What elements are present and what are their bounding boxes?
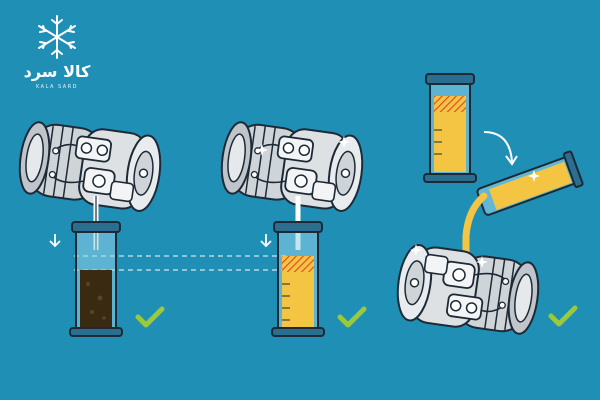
compressor-icon (216, 117, 368, 215)
compressor-icon (14, 117, 166, 215)
oil-level-marker (282, 256, 314, 272)
compressor-icon (392, 241, 544, 339)
measuring-cylinder (271, 221, 325, 337)
oil-stream (462, 192, 488, 266)
check-icon (551, 308, 575, 324)
fresh-oil (434, 110, 466, 172)
step-drain (14, 117, 166, 337)
used-oil (80, 270, 112, 328)
step-measure (216, 117, 368, 337)
measuring-cylinder (423, 73, 477, 183)
step-refill (392, 73, 584, 339)
check-icon (138, 309, 162, 325)
down-arrow-icon (260, 234, 272, 248)
logo: کالا سرد KALA SARD (12, 12, 102, 92)
down-arrow-icon (49, 234, 61, 248)
logo-name: کالا سرد (23, 62, 91, 81)
curved-arrow-icon (483, 131, 513, 163)
check-icon (340, 309, 364, 325)
oil-level-marker (434, 96, 466, 112)
snowflake-icon (38, 15, 76, 59)
pouring-cylinder (476, 150, 584, 216)
measuring-cylinder (69, 221, 123, 337)
logo-subtitle: KALA SARD (35, 84, 79, 90)
